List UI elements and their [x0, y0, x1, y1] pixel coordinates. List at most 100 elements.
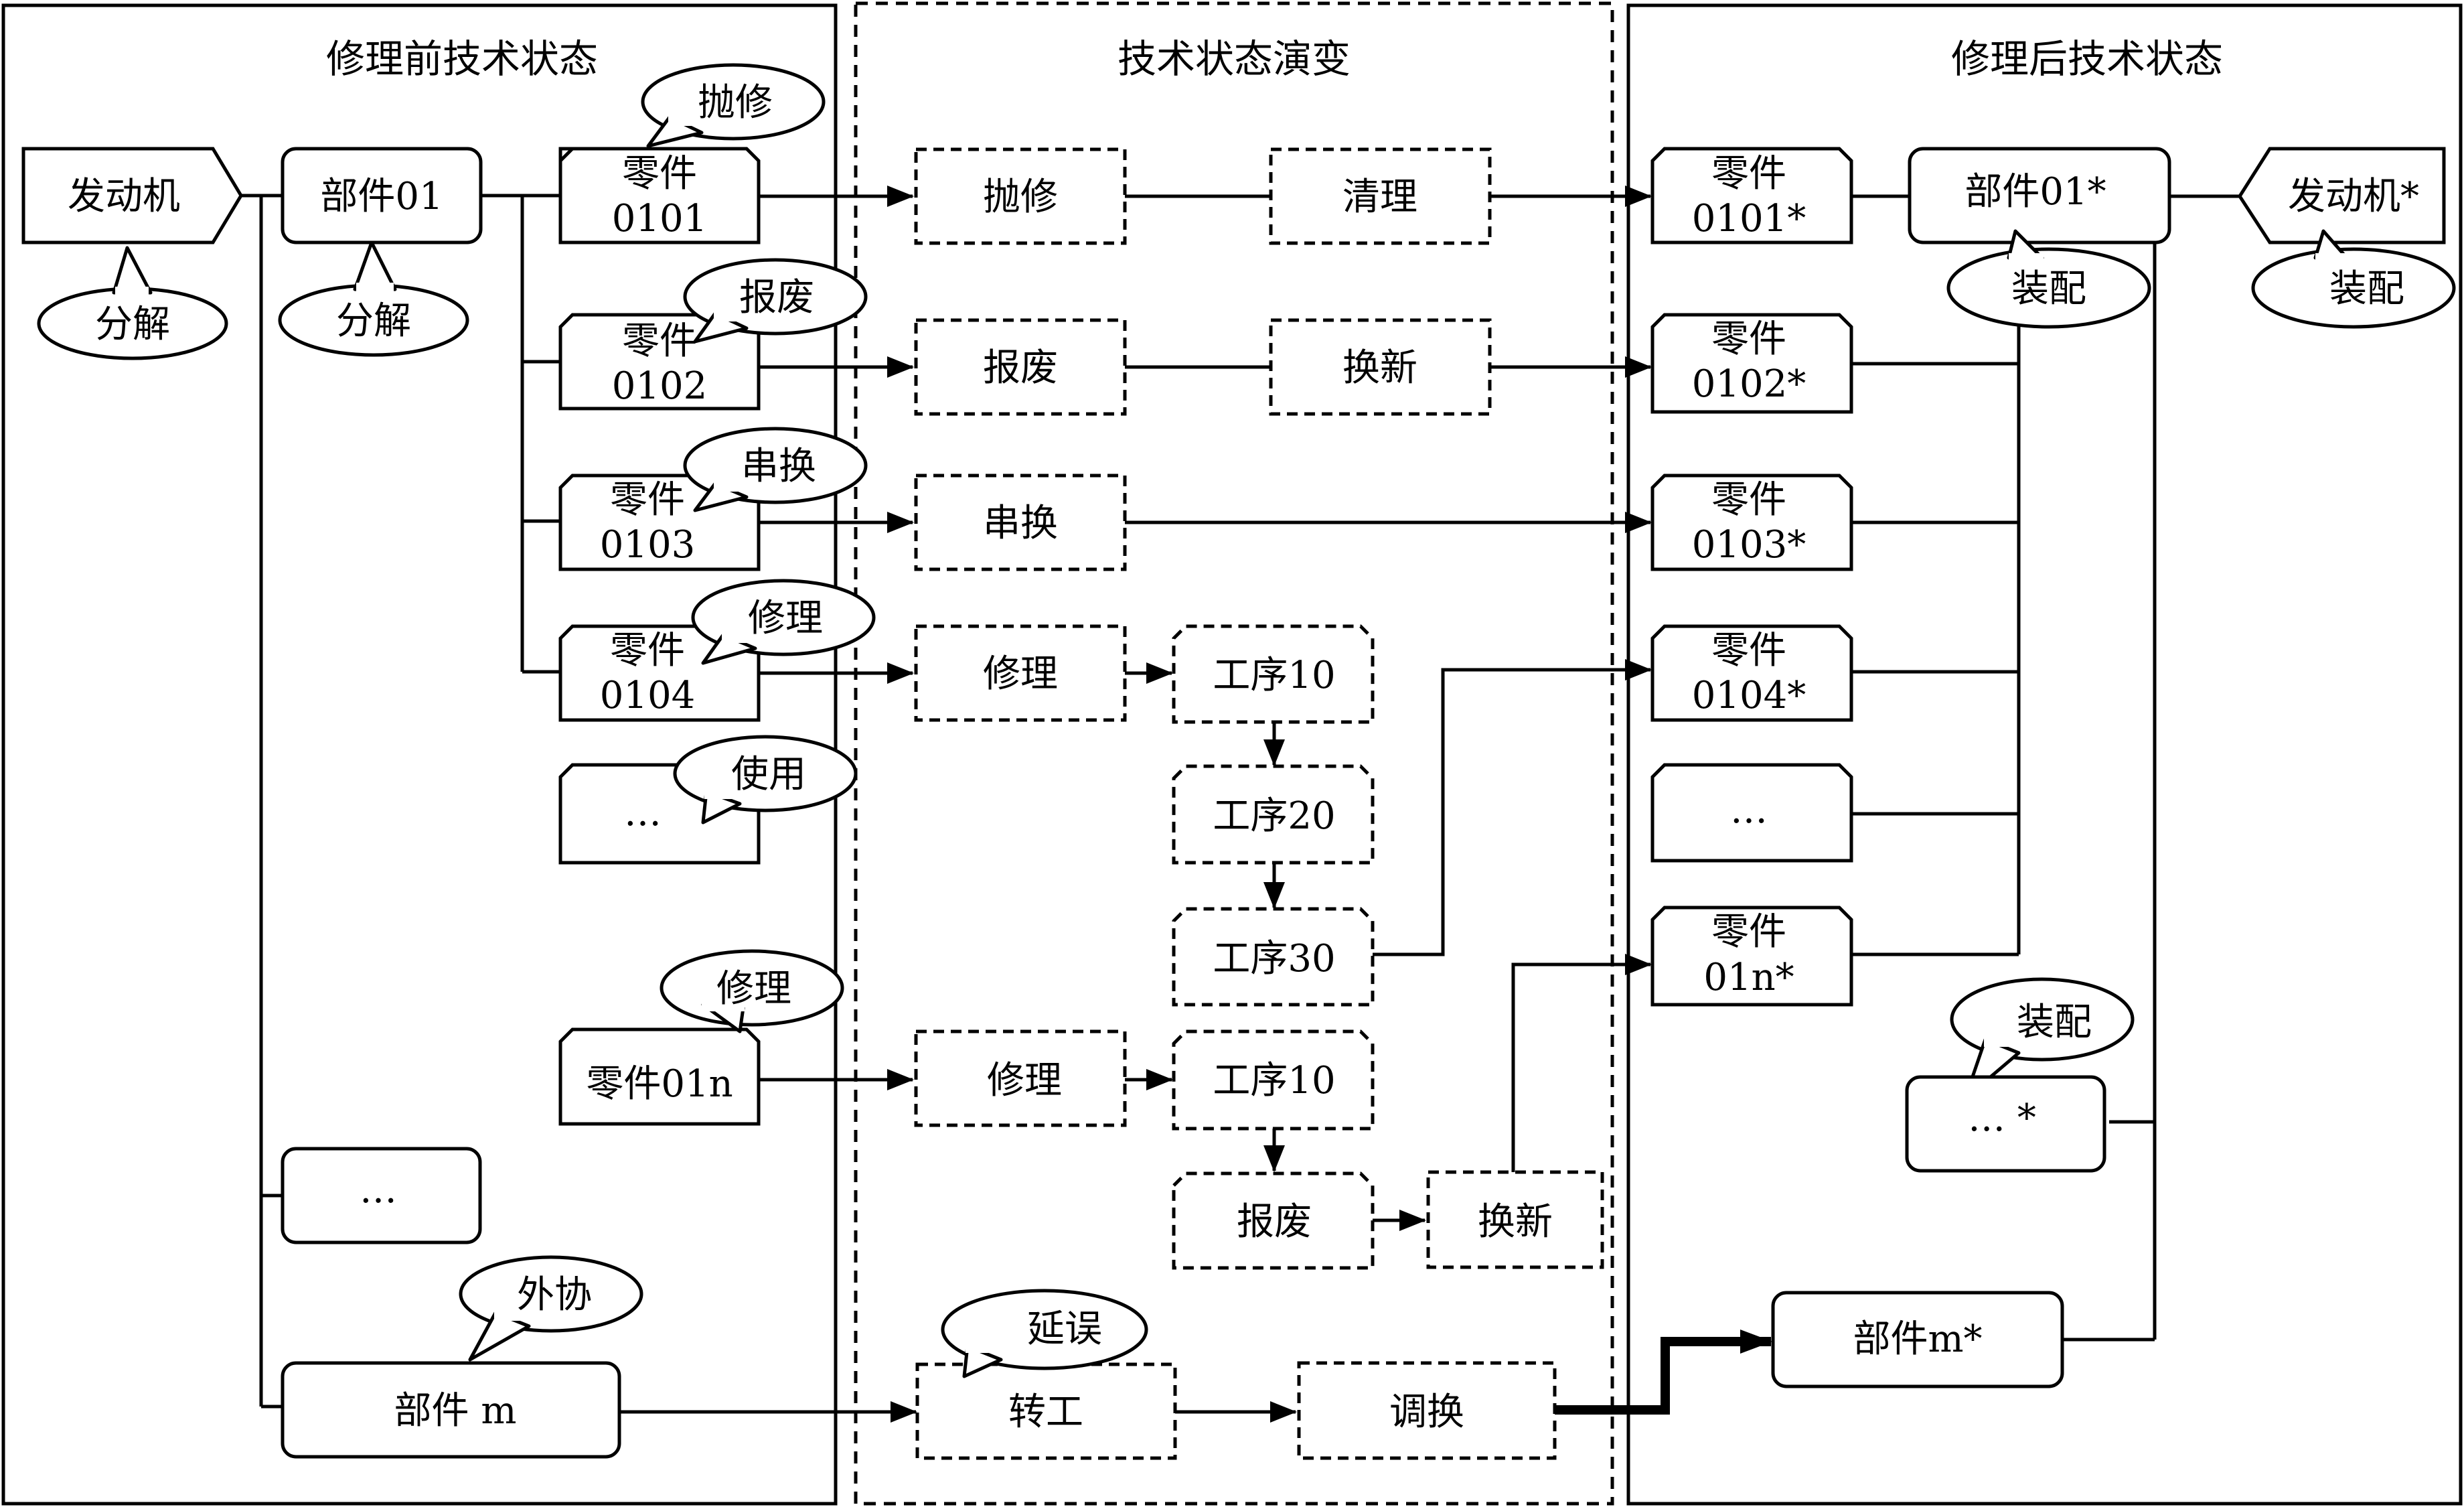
bubble-assemble-engine: 装配: [2251, 229, 2456, 329]
node-op20: 工序20: [1172, 764, 1375, 865]
bubble-disassemble-component-label: 分解: [336, 299, 411, 343]
node-op10-a: 工序10: [1172, 624, 1375, 724]
node-scrap-2: 报废: [1172, 1171, 1375, 1270]
componentm-before: 部件 m: [281, 1361, 621, 1459]
bubble-use-label: 使用: [731, 753, 806, 796]
node-repair-1-label: 修理: [983, 652, 1058, 696]
bubble-outsource: 外协: [459, 1255, 643, 1362]
part0102-after: 零件 0102*: [1650, 313, 1853, 414]
component01-before: 部件01: [281, 147, 483, 244]
part01n-after-name: 零件: [1711, 910, 1786, 954]
part0104-after: 零件 0104*: [1650, 624, 1853, 722]
node-scrap: 报废: [914, 318, 1127, 416]
part01n-after: 零件 01n*: [1650, 906, 1853, 1007]
componentm-after-label: 部件m*: [1853, 1317, 1982, 1361]
part0101-before: 零件 0101: [558, 147, 761, 244]
engine-before-label: 发动机: [68, 175, 180, 218]
component01-before-label: 部件01: [320, 175, 443, 218]
bubble-outsource-label: 外协: [517, 1273, 592, 1317]
component01-after-label: 部件01*: [1965, 170, 2106, 214]
node-op20-label: 工序20: [1213, 794, 1335, 838]
part0103-before-name: 零件: [610, 478, 685, 522]
node-polish-label: 抛修: [983, 175, 1058, 219]
bubble-use: 使用: [673, 735, 858, 824]
part0101-before-name: 零件: [622, 152, 697, 196]
node-swap-label: 串换: [983, 502, 1058, 545]
part01n-before: 零件01n: [558, 1027, 761, 1126]
node-renew-2-label: 换新: [1478, 1200, 1553, 1244]
part01n-after-code: 01n*: [1703, 956, 1794, 999]
bubble-repair-01n: 修理: [660, 949, 844, 1033]
bubble-scrap: 报废: [683, 258, 868, 344]
part0103-after-name: 零件: [1711, 478, 1786, 522]
bubble-polish: 抛修: [641, 63, 826, 148]
engine-after: 发动机*: [2238, 147, 2446, 244]
part0103-after: 零件 0103*: [1650, 474, 1853, 571]
bubble-disassemble-component: 分解: [278, 240, 469, 357]
node-transfer: 转工: [915, 1362, 1177, 1460]
bubble-repair-01n-label: 修理: [716, 967, 791, 1011]
node-exchange-label: 调换: [1389, 1390, 1464, 1434]
bubble-assemble-engine-label: 装配: [2329, 267, 2404, 311]
engine-before: 发动机: [21, 147, 243, 244]
panel-after: [1626, 3, 2463, 1506]
part-more-after-label: …: [1730, 788, 1768, 832]
component-more-before-label: …: [360, 1168, 397, 1212]
bubble-assemble-component-label: 装配: [2011, 267, 2086, 311]
node-repair-1: 修理: [914, 624, 1127, 722]
part-more-before-label: …: [624, 791, 662, 835]
node-op30: 工序30: [1172, 907, 1375, 1007]
part0101-before-code: 0101: [612, 197, 708, 240]
component01-after: 部件01*: [1908, 147, 2171, 244]
node-op30-label: 工序30: [1213, 937, 1335, 981]
bubble-assemble-component: 装配: [1946, 229, 2151, 329]
part0101-after-name: 零件: [1711, 152, 1786, 196]
node-transfer-label: 转工: [1008, 1390, 1083, 1434]
part0102-before-name: 零件: [622, 319, 697, 363]
bubble-delay: 延误: [941, 1289, 1148, 1378]
panel-title-after: 修理后技术状态: [1951, 36, 2223, 82]
node-renew-2: 换新: [1426, 1170, 1604, 1269]
part0101-after: 零件 0101*: [1650, 147, 1853, 244]
panel-title-evolution: 技术状态演变: [1118, 36, 1351, 82]
connectors-after: [1851, 194, 2240, 1342]
node-scrap-2-label: 报废: [1237, 1200, 1312, 1244]
part0103-after-code: 0103*: [1692, 523, 1806, 567]
part0104-after-code: 0104*: [1692, 674, 1806, 717]
component-more-before: …: [281, 1147, 482, 1244]
part0101-after-code: 0101*: [1692, 197, 1806, 240]
component-more-after: … *: [1905, 1075, 2106, 1173]
part01n-before-label: 零件01n: [586, 1062, 733, 1106]
node-renew: 换新: [1269, 318, 1492, 416]
node-repair-2: 修理: [914, 1029, 1127, 1127]
engine-after-label: 发动机*: [2288, 175, 2419, 218]
bubble-swap-label: 串换: [741, 445, 816, 488]
bubble-disassemble-engine: 分解: [37, 246, 228, 360]
bubble-assemble-more-label: 装配: [2017, 1001, 2092, 1044]
node-renew-label: 换新: [1342, 346, 1417, 390]
node-op10-a-label: 工序10: [1213, 654, 1335, 697]
connectors-before: [241, 194, 560, 1409]
bubble-repair-0104-label: 修理: [748, 597, 823, 640]
bubble-repair-0104: 修理: [691, 579, 876, 665]
part0104-before-code: 0104: [600, 674, 696, 717]
node-polish: 抛修: [914, 147, 1127, 245]
bubble-disassemble-engine-label: 分解: [95, 303, 170, 346]
node-clean-label: 清理: [1342, 175, 1417, 219]
part0102-after-name: 零件: [1711, 317, 1786, 361]
bubble-scrap-label: 报废: [739, 276, 814, 319]
node-clean: 清理: [1269, 147, 1492, 245]
node-swap: 串换: [914, 474, 1127, 571]
part0102-before-code: 0102: [612, 364, 708, 408]
part0103-before-code: 0103: [600, 523, 696, 567]
panel-evolution: [854, 1, 1614, 1506]
bubble-polish-label: 抛修: [698, 81, 773, 125]
part0104-before-name: 零件: [610, 629, 685, 672]
part0104-after-name: 零件: [1711, 629, 1786, 672]
flow-arrows: [619, 186, 1772, 1423]
bubble-swap: 串换: [683, 427, 868, 512]
componentm-before-label: 部件 m: [394, 1389, 517, 1433]
part-more-after: …: [1650, 763, 1853, 863]
part0104-before: 零件 0104: [558, 624, 761, 722]
